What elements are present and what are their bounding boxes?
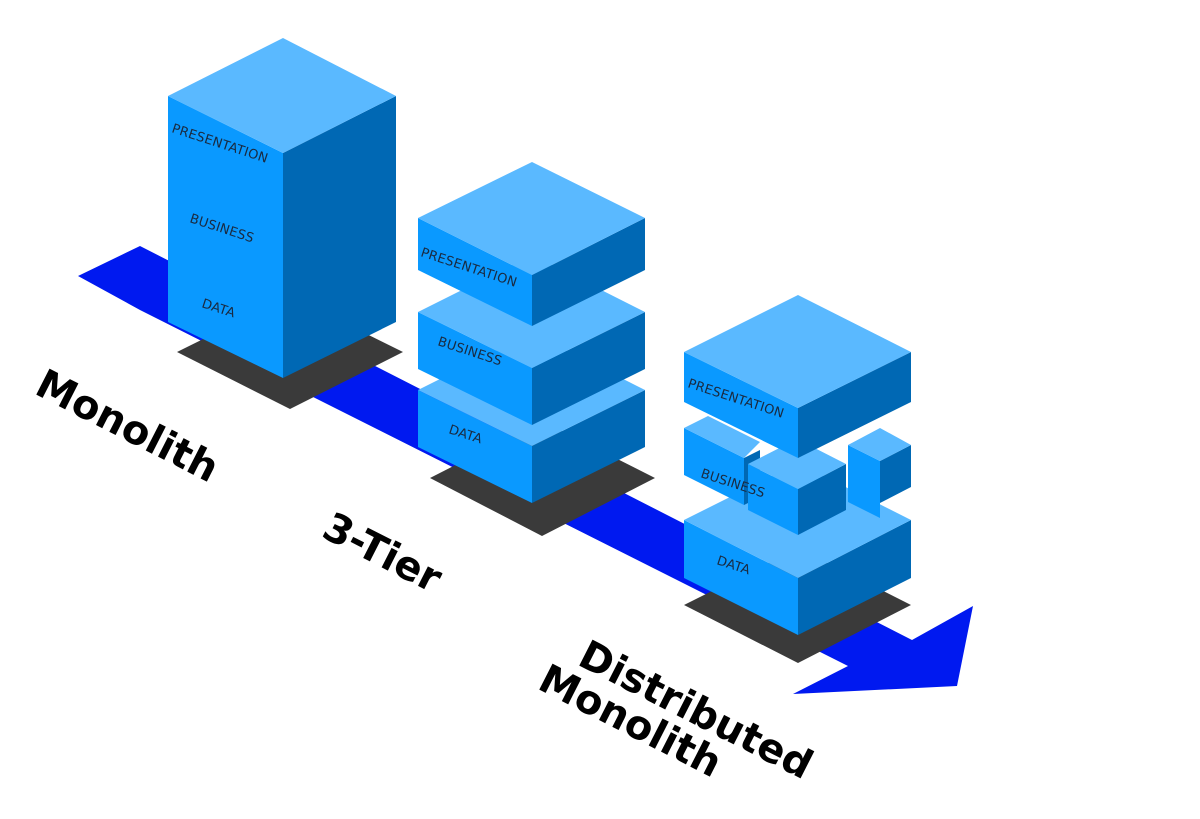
monolith-left-face	[168, 96, 283, 378]
monolith-right-face	[283, 96, 396, 378]
monolith-top-face	[168, 38, 396, 153]
monolith-block: PRESENTATION BUSINESS DATA	[168, 38, 396, 378]
distributed-monolith-stack: DATA BUSINESS PRESENTATION	[684, 295, 911, 635]
distributed-presentation-block: PRESENTATION	[684, 295, 911, 458]
distributed-business-cube-front	[748, 439, 846, 535]
three-tier-stage-label: 3-Tier	[315, 504, 449, 602]
distributed-business-cube-back	[848, 428, 911, 518]
three-tier-business-block: BUSINESS	[418, 255, 645, 425]
three-tier-stack: DATA BUSINESS PRESENTATION	[418, 162, 645, 503]
monolith-stage-label: Monolith	[28, 361, 226, 492]
